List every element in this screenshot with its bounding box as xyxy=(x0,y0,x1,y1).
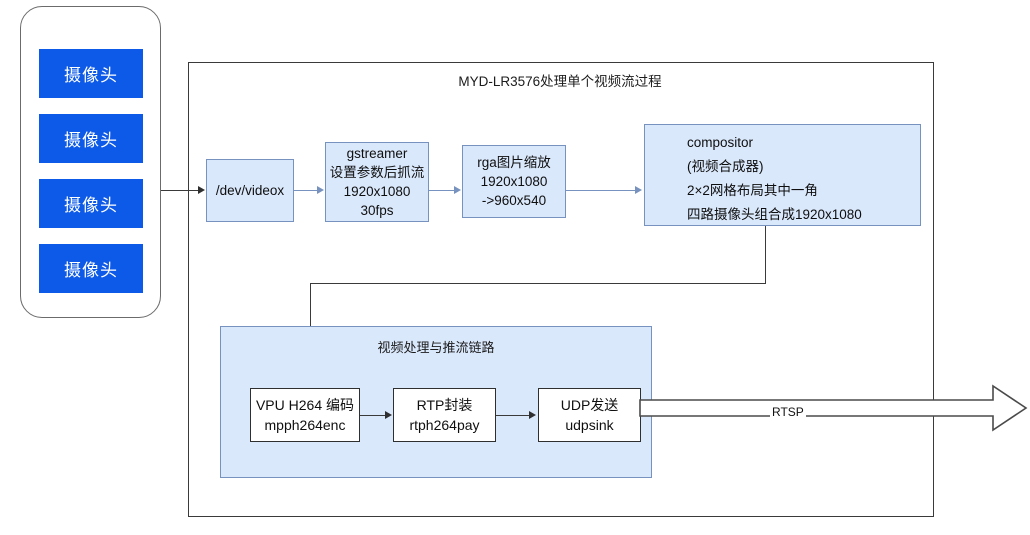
box-dev-videox-line-1: /dev/videox xyxy=(215,182,285,198)
box-udp-line-2: udpsink xyxy=(565,417,614,433)
box-udp-line-1: UDP发送 xyxy=(560,396,619,413)
arrowhead-vpu-to-rtp-icon xyxy=(385,411,392,419)
connector-rga-to-compositor xyxy=(566,190,636,192)
box-compositor-line-2: (视频合成器) xyxy=(687,159,764,175)
box-dev-videox[interactable]: /dev/videox xyxy=(206,159,294,222)
rtsp-output-block-arrow-icon xyxy=(639,384,1028,432)
box-rtp-line-1: RTP封装 xyxy=(416,396,473,413)
camera-group-container: 摄像头 摄像头 摄像头 摄像头 xyxy=(20,6,161,318)
connector-compositor-down xyxy=(765,226,767,284)
connector-dev-to-gstreamer xyxy=(294,190,318,192)
stream-panel-title: 视频处理与推流链路 xyxy=(377,340,495,355)
box-rga-line-3: ->960x540 xyxy=(481,193,547,209)
arrowhead-dev-to-gstreamer-icon xyxy=(317,186,324,194)
box-gstreamer-line-2: 设置参数后抓流 xyxy=(329,164,425,180)
box-compositor[interactable]: compositor (视频合成器) 2×2网格布局其中一角 四路摄像头组合成1… xyxy=(644,124,921,226)
box-compositor-line-3: 2×2网格布局其中一角 xyxy=(687,183,818,199)
connector-compositor-left xyxy=(310,283,766,285)
box-gstreamer-line-3: 1920x1080 xyxy=(343,184,411,199)
box-compositor-line-1: compositor xyxy=(687,135,754,150)
connector-rtp-to-udp xyxy=(496,415,530,417)
connector-camera-to-dev xyxy=(161,190,199,192)
box-vpu-encode[interactable]: VPU H264 编码 mpph264enc xyxy=(250,388,360,442)
connector-gstreamer-to-rga xyxy=(429,190,455,192)
arrowhead-rtp-to-udp-icon xyxy=(529,411,536,419)
box-rga-line-2: 1920x1080 xyxy=(480,173,548,189)
camera-box-4[interactable]: 摄像头 xyxy=(39,244,143,293)
box-gstreamer-line-1: gstreamer xyxy=(346,145,408,161)
box-rga-scale[interactable]: rga图片缩放 1920x1080 ->960x540 xyxy=(462,145,566,218)
arrowhead-gstreamer-to-rga-icon xyxy=(454,186,461,194)
box-udp-sink[interactable]: UDP发送 udpsink xyxy=(538,388,641,442)
process-title: MYD-LR3576处理单个视频流过程 xyxy=(458,74,662,89)
box-gstreamer-line-4: 30fps xyxy=(360,203,394,219)
rtsp-label: RTSP xyxy=(770,405,806,419)
camera-box-2[interactable]: 摄像头 xyxy=(39,114,143,163)
box-vpu-line-1: VPU H264 编码 xyxy=(255,396,355,413)
connector-vpu-to-rtp xyxy=(360,415,386,417)
box-gstreamer[interactable]: gstreamer 设置参数后抓流 1920x1080 30fps xyxy=(325,142,429,222)
box-rtp-line-2: rtph264pay xyxy=(409,417,480,433)
process-container-box xyxy=(188,62,934,517)
camera-box-3[interactable]: 摄像头 xyxy=(39,179,143,228)
arrowhead-camera-to-dev-icon xyxy=(198,186,205,194)
camera-box-1[interactable]: 摄像头 xyxy=(39,49,143,98)
box-compositor-line-4: 四路摄像头组合成1920x1080 xyxy=(687,207,862,223)
box-vpu-line-2: mpph264enc xyxy=(264,417,346,433)
arrowhead-rga-to-compositor-icon xyxy=(635,186,642,194)
box-rtp-payload[interactable]: RTP封装 rtph264pay xyxy=(393,388,496,442)
box-rga-line-1: rga图片缩放 xyxy=(477,154,551,170)
